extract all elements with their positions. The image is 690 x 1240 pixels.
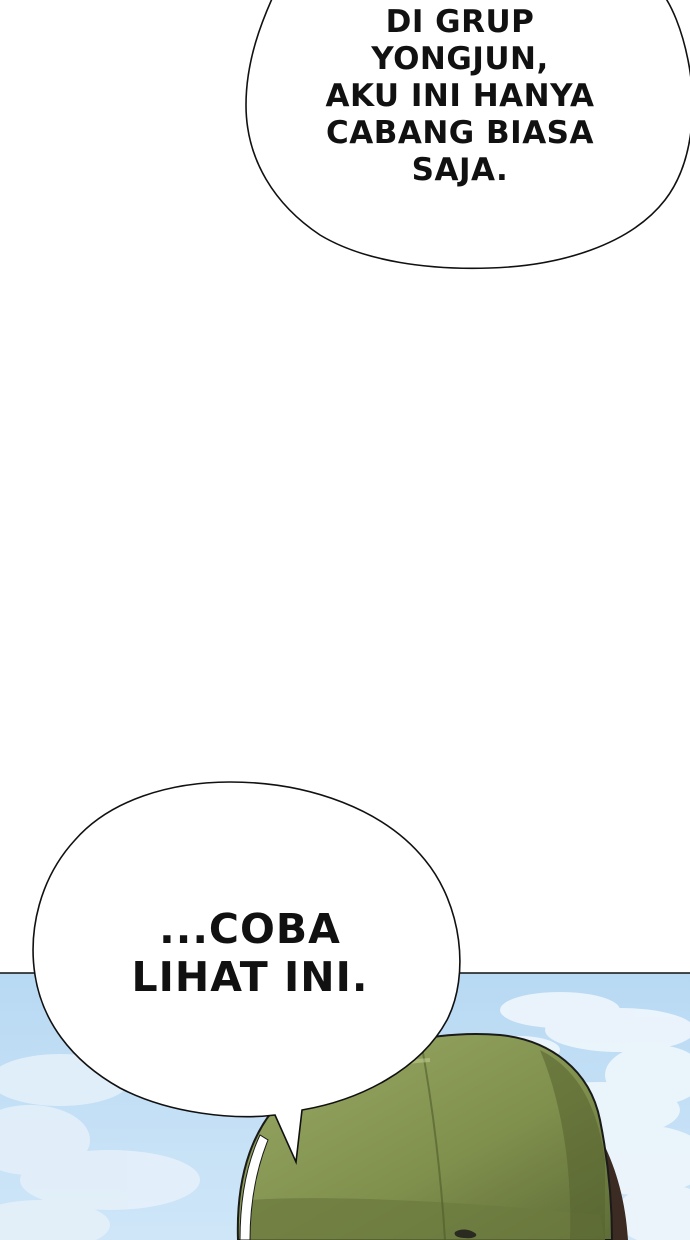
bubble-1-line: SAJA. xyxy=(411,152,509,188)
speech-bubble-2-text: ...COBA LIHAT INI. xyxy=(95,905,405,1001)
speech-bubble-1-text: DI GRUP YONGJUN, AKU INI HANYA CABANG BI… xyxy=(300,4,620,189)
bubble-1-line: AKU INI HANYA xyxy=(325,78,595,114)
bubble-2-line: LIHAT INI. xyxy=(131,953,369,1001)
cap-brim-shadow xyxy=(245,1198,605,1240)
bubble-2-line: ...COBA xyxy=(159,905,341,953)
bubble-1-line: DI GRUP xyxy=(385,4,535,40)
bubble-1-line: CABANG BIASA xyxy=(325,115,595,151)
speech-bubble-1 xyxy=(245,0,690,270)
speech-bubble-2 xyxy=(32,781,461,1165)
cap-dark-side xyxy=(540,1050,605,1240)
cap-white-edge xyxy=(239,1134,269,1240)
bubble-1-line: YONGJUN, xyxy=(371,41,549,77)
cap-seam xyxy=(419,1035,446,1240)
cap-stain xyxy=(454,1229,477,1239)
